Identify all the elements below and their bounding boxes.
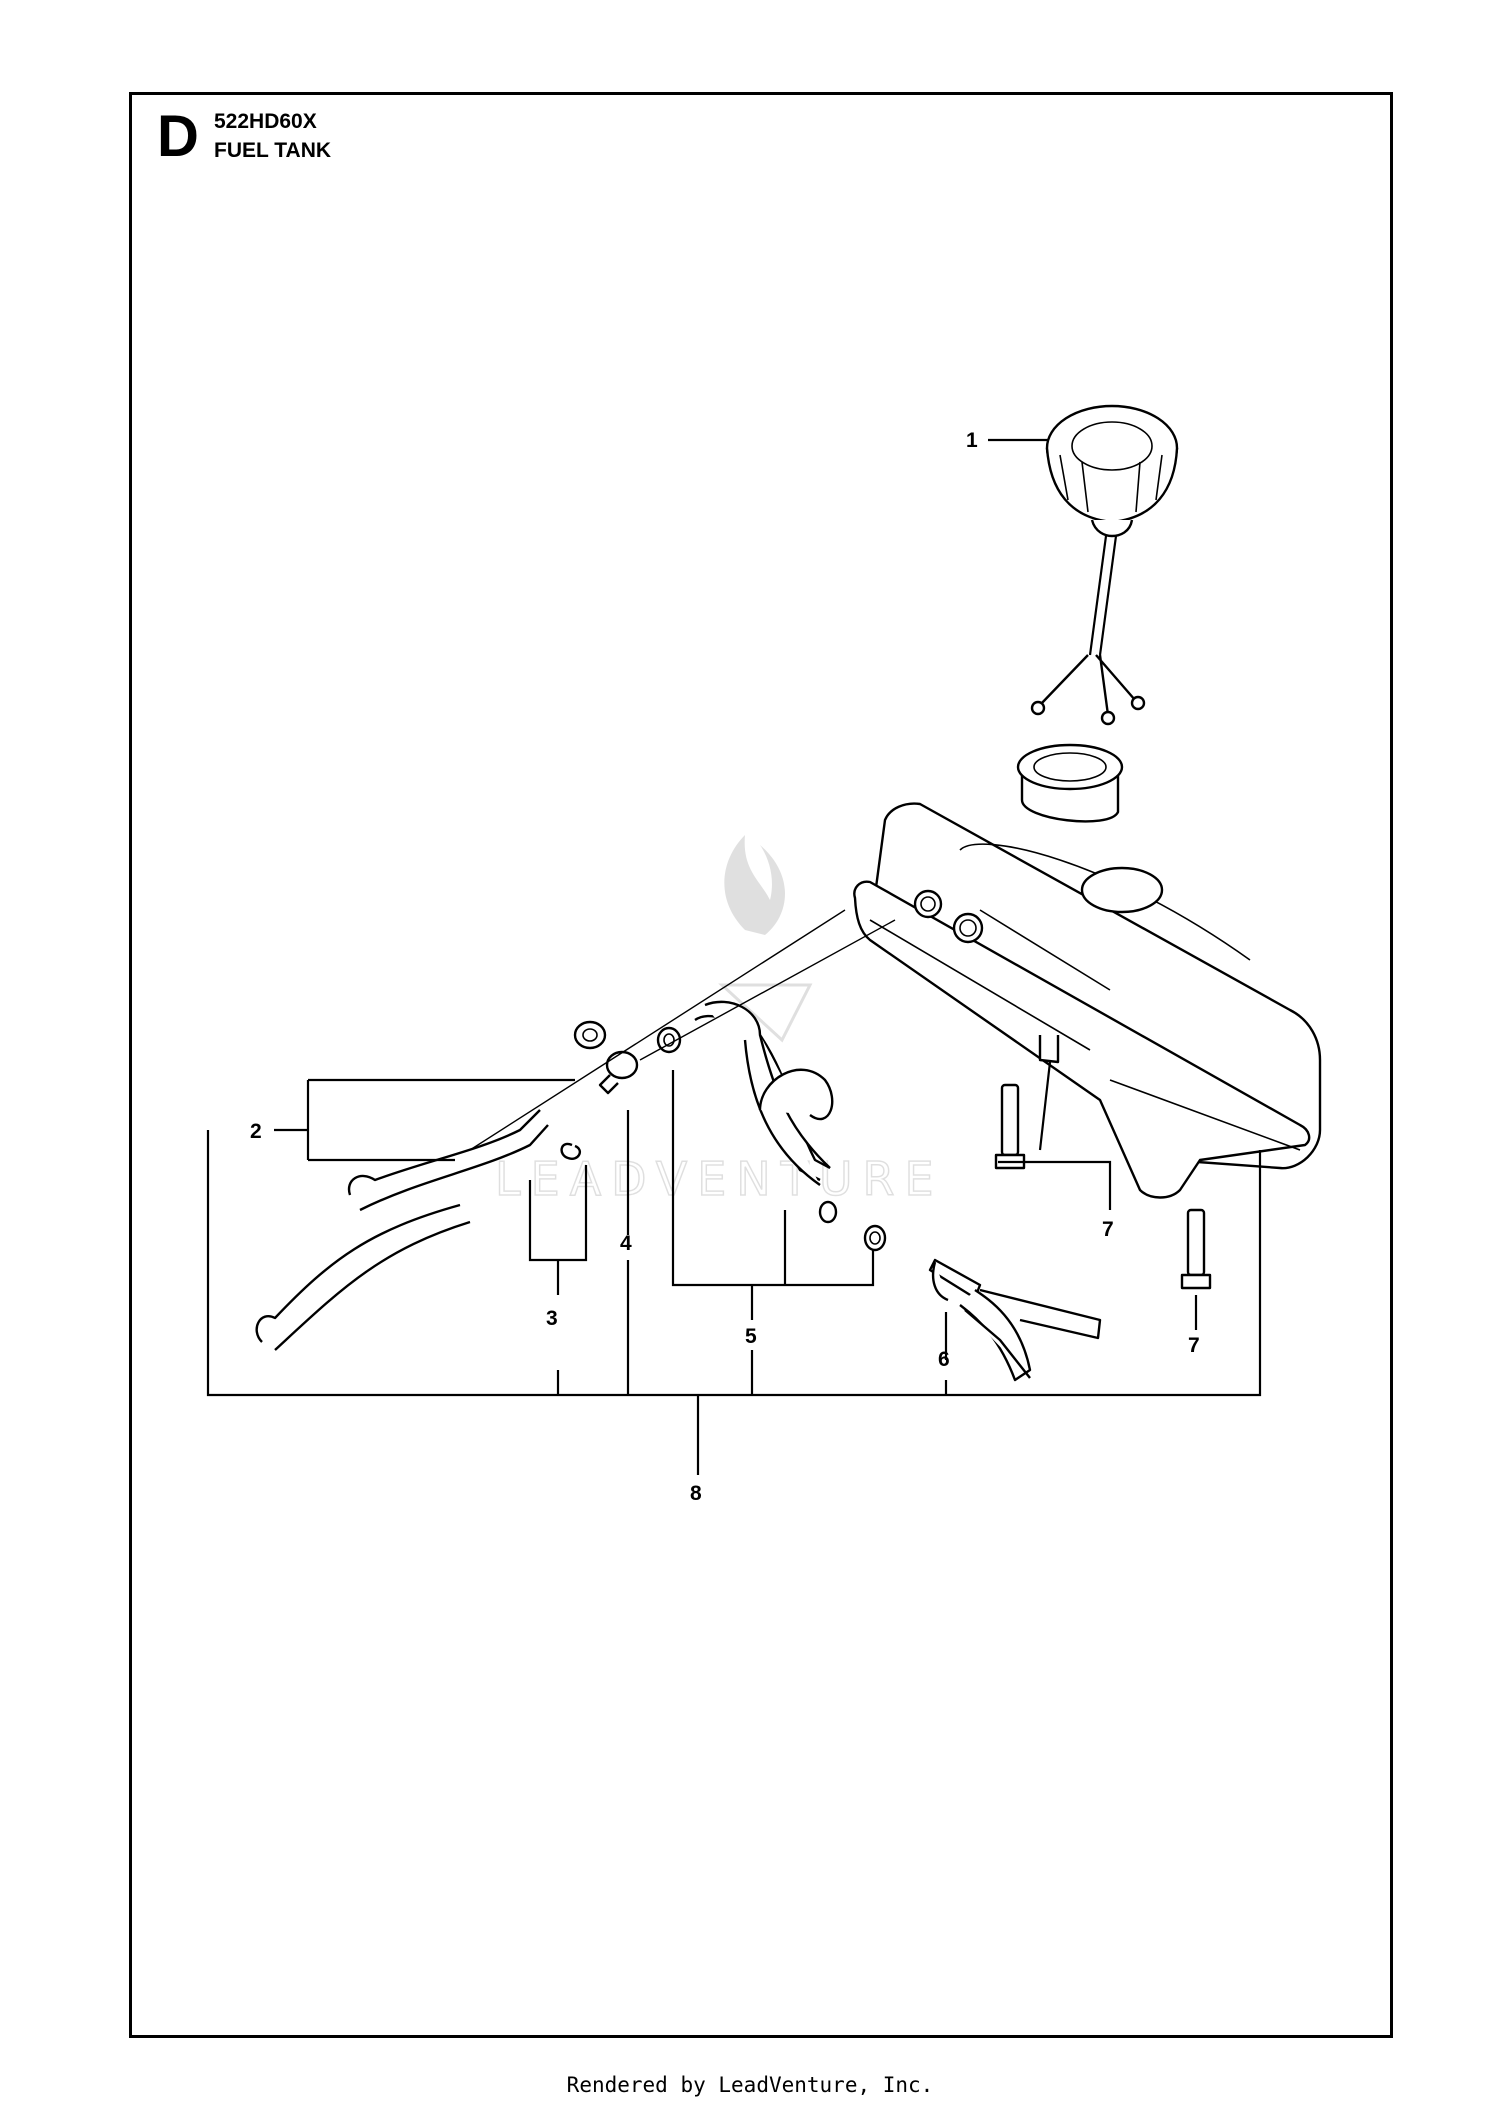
callout-8: 8 xyxy=(690,1482,702,1505)
grommet-valve-parts xyxy=(560,1020,682,1160)
callout-4: 4 xyxy=(620,1232,632,1255)
callout-7-upper: 7 xyxy=(1102,1218,1114,1241)
section-letter: D xyxy=(157,104,199,169)
fuel-tank-body xyxy=(853,743,1322,1199)
fuel-cap-part xyxy=(1030,404,1179,726)
watermark-text: LEADVENTURE xyxy=(495,1152,944,1206)
callout-7-lower: 7 xyxy=(1188,1334,1200,1357)
leadventure-watermark: LEADVENTURE xyxy=(494,835,944,1207)
fuel-filter-part xyxy=(928,1258,1102,1382)
section-title: FUEL TANK xyxy=(214,139,332,162)
model-code: 522HD60X xyxy=(214,110,317,133)
bolt-part xyxy=(994,1083,1212,1290)
footer-credit: Rendered by LeadVenture, Inc. xyxy=(566,2073,934,2097)
fuel-hose-parts xyxy=(255,1000,887,1351)
callout-1: 1 xyxy=(966,429,978,452)
callout-2: 2 xyxy=(250,1120,262,1143)
callout-5: 5 xyxy=(745,1325,757,1348)
callout-labels: 1 2 3 4 5 6 7 7 8 xyxy=(250,429,1200,1505)
leader-lines xyxy=(206,438,1262,1475)
callout-3: 3 xyxy=(546,1307,558,1330)
diagram-frame xyxy=(129,92,1393,2038)
callout-6: 6 xyxy=(938,1348,950,1371)
